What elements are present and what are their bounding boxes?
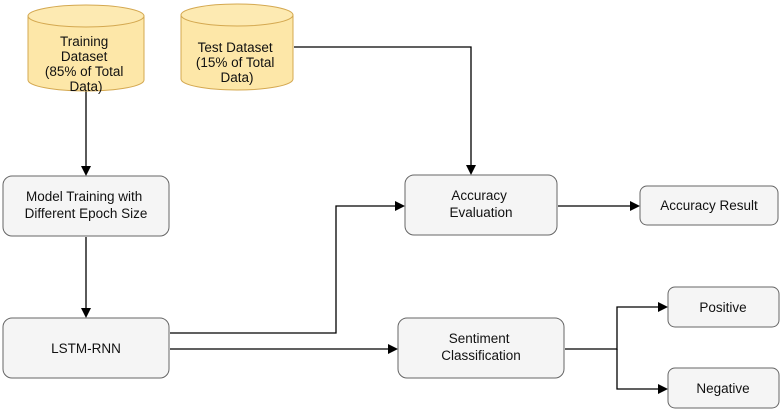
node-label-line: Negative xyxy=(696,381,749,396)
edge-test-to-accuracy xyxy=(294,46,472,165)
svg-text:Negative: Negative xyxy=(696,381,749,396)
accuracy-result-node: Accuracy Result xyxy=(639,185,779,226)
node-label-line: Dataset xyxy=(61,49,108,64)
node-label-line: Data) xyxy=(220,70,253,85)
arrowhead xyxy=(81,166,91,176)
positive-node: Positive xyxy=(667,286,780,328)
node-box xyxy=(667,367,780,409)
edge-lstm-to-accuracy xyxy=(170,205,395,334)
arrowhead xyxy=(630,201,640,211)
node-label-line: Training xyxy=(60,34,108,49)
node-label-line: Classification xyxy=(441,348,521,363)
node-box xyxy=(2,175,170,237)
node-label-line: Data) xyxy=(69,79,102,94)
node-label-line: Accuracy xyxy=(451,188,507,203)
node-label-line: Positive xyxy=(699,300,746,315)
edge-sentiment-to-positive xyxy=(565,306,658,350)
node-box xyxy=(639,185,779,226)
arrowhead xyxy=(658,384,668,394)
node-box xyxy=(397,317,565,379)
edges xyxy=(81,46,668,394)
node-box xyxy=(2,317,170,379)
arrowhead xyxy=(388,344,398,354)
svg-text:Positive: Positive xyxy=(699,300,746,315)
accuracy-evaluation-node: Accuracy Evaluation xyxy=(404,174,558,236)
node-label-line: LSTM-RNN xyxy=(51,341,121,356)
node-box xyxy=(404,174,558,236)
negative-node: Negative xyxy=(667,367,780,409)
svg-text:Training Dataset (: Training Dataset (85% of Total Data) xyxy=(45,34,127,94)
svg-text:Model Training with Diff: Model Training with Different Epoch Size xyxy=(25,189,148,221)
node-label-line: (15% of Total xyxy=(196,55,275,70)
node-label-line: Evaluation xyxy=(449,205,512,220)
cylinder-top xyxy=(27,4,145,28)
node-label-line: Accuracy Result xyxy=(660,198,758,213)
node-label-line: Test Dataset xyxy=(198,40,273,55)
cylinder-body xyxy=(180,15,294,91)
test-dataset-node: Test Dataset (15% of Total Data) xyxy=(180,3,294,91)
svg-text:Accuracy Evaluation: Accuracy Evaluation xyxy=(449,188,512,220)
training-dataset-node: Training Dataset (85% of Total Data) xyxy=(27,4,145,94)
edge-sentiment-to-negative xyxy=(616,349,658,390)
cylinder-top xyxy=(180,3,294,27)
arrowhead xyxy=(466,165,476,175)
sentiment-classification-node: Sentiment Classification xyxy=(397,317,565,379)
cylinder-body xyxy=(27,16,145,92)
svg-text:Test Dataset (15% of Tot: Test Dataset (15% of Total Data) xyxy=(196,40,278,85)
model-training-node: Model Training with Different Epoch Size xyxy=(2,175,170,237)
node-label-line: Different Epoch Size xyxy=(25,206,148,221)
svg-text:Accuracy Result: Accuracy Result xyxy=(660,198,758,213)
svg-text:LSTM-RNN: LSTM-RNN xyxy=(51,341,121,356)
lstm-rnn-node: LSTM-RNN xyxy=(2,317,170,379)
svg-text:Sentiment Classification: Sentiment Classification xyxy=(441,331,521,363)
node-label-line: Sentiment xyxy=(449,331,510,346)
arrowhead xyxy=(81,308,91,318)
arrowhead xyxy=(395,201,405,211)
node-label-line: Model Training with xyxy=(26,189,142,204)
node-box xyxy=(667,286,780,328)
node-label-line: (85% of Total xyxy=(45,64,124,79)
arrowhead xyxy=(658,302,668,312)
